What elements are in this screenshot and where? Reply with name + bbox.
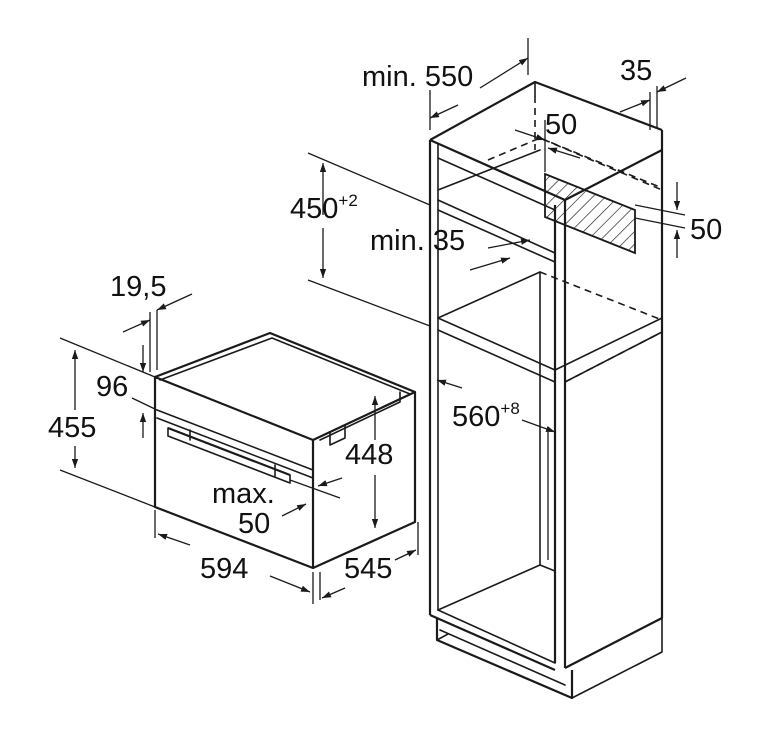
ventilation-opening	[544, 172, 636, 255]
label-545: 545	[344, 553, 392, 585]
label-50-top: 50	[545, 109, 577, 141]
label-19-5: 19,5	[110, 271, 166, 303]
label-448: 448	[345, 439, 393, 471]
label-560-base: 560	[452, 401, 500, 433]
label-max-text: max.	[212, 478, 275, 510]
label-96: 96	[96, 371, 128, 403]
label-min-35: min. 35	[370, 225, 465, 257]
label-455: 455	[48, 412, 96, 444]
label-max-val: 50	[238, 508, 270, 540]
label-560: 560+8	[452, 399, 520, 433]
label-min-550: min. 550	[362, 61, 473, 93]
label-450: 450+2	[290, 191, 358, 225]
label-35-top: 35	[620, 55, 652, 87]
label-594: 594	[200, 553, 248, 585]
label-450-sup: +2	[338, 191, 357, 210]
label-50-right: 50	[690, 214, 722, 246]
oven-unit	[153, 331, 417, 570]
label-560-sup: +8	[500, 399, 519, 418]
label-450-base: 450	[290, 193, 338, 225]
